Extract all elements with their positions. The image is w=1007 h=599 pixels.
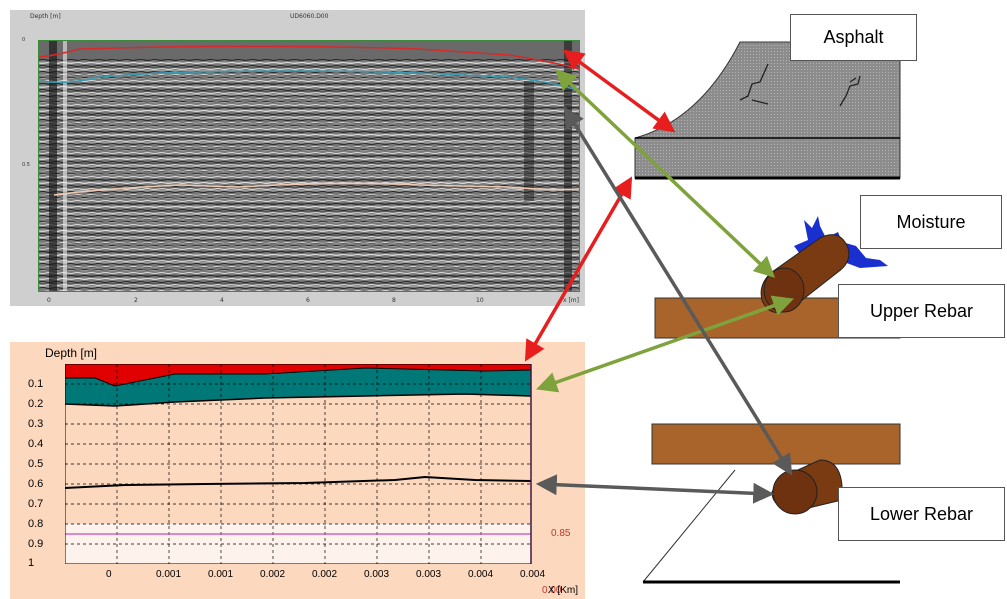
layer-y-tick: 0.5 [28,458,44,470]
lower-rebar-arrow-radargram [563,106,793,476]
layer-plot-area [64,363,545,565]
lower-rebar-label: Lower Rebar [838,487,1005,541]
gpr-y-tick: 0 [22,37,26,43]
depth-marker-value: 0.85 [551,528,571,539]
moisture-label: Moisture [860,195,1002,249]
gpr-radargram-panel: Depth [m] UD6060.D00 0 0.5 [10,10,585,306]
gpr-x-tick: 2 [134,297,138,304]
layer-plot-svg [64,363,532,565]
asphalt-block [634,41,901,180]
gpr-y-tick: 0.5 [22,162,30,168]
layer-x-tick: 0.003 [416,569,442,580]
layer-x-tick: 0.002 [312,569,338,580]
layer-interpretation-panel: Depth [m] 0.1 0.2 0.3 0.4 0.5 0.6 0.7 0.… [10,342,585,599]
gpr-x-tick: 6 [306,297,310,304]
gpr-x-tick: 0 [47,297,51,304]
layer-x-tick: 0.004 [520,569,546,580]
layer-y-tick: 0.2 [28,398,44,410]
layer-x-tick: 0.004 [468,569,494,580]
layer-x-tick: 0.001 [208,569,234,580]
moisture-arrow-radargram [554,69,776,278]
asphalt-label: Asphalt [790,14,917,61]
gpr-radargram-image [38,40,580,292]
gpr-x-tick: 10 [476,297,484,304]
layer-y-tick: 0.9 [28,538,44,550]
gpr-y-axis-label: Depth [m] [30,13,61,20]
layer-x-tick: 0.003 [364,569,390,580]
layer-y-tick: 0.4 [28,438,44,450]
layer-y-tick: 0.3 [28,418,44,430]
layer-x-unit: X [Km] [548,585,579,596]
layer-y-axis-label: Depth [m] [45,346,98,360]
gpr-file-title: UD6060.D00 [290,13,329,20]
layer-x-tick: 0 [106,569,112,580]
layer-y-tick: 0.6 [28,478,44,490]
x-axis-zero-value: 0.00 [542,585,562,596]
layer-y-tick: 0.8 [28,518,44,530]
gpr-x-tick: 4 [220,297,224,304]
layer-x-tick: 0.002 [260,569,286,580]
layer-y-tick: 0.7 [28,498,44,510]
gpr-radargram-svg [39,41,579,291]
layer-y-tick: 1 [28,557,35,569]
gpr-x-tick: 8 [392,297,396,304]
layer-y-tick: 0.1 [28,378,44,390]
layer-x-tick: 0.001 [156,569,182,580]
upper-rebar-label: Upper Rebar [838,284,1005,338]
gpr-x-unit: x [m] [563,297,579,304]
